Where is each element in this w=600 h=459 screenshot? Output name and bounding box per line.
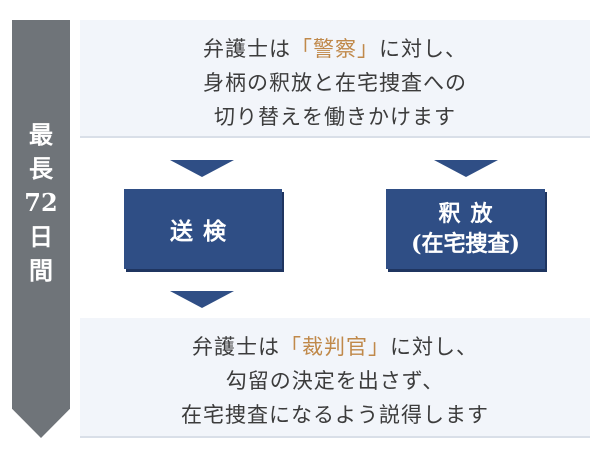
judge-step-prefix: 弁護士は [192,335,280,359]
duration-char-2: 長 [29,154,53,183]
police-step-prefix: 弁護士は [203,37,291,61]
judge-step-suffix: に対し、 [390,335,478,359]
duration-char-1: 最 [29,120,53,149]
down-arrow-to-soken [170,160,234,177]
soken-node: 送検 [124,189,282,269]
shakuho-sublabel: (在宅捜査) [411,231,520,257]
judge-step-line-2: 勾留の決定を出さず、 [225,369,445,393]
police-step-line-1: 弁護士は「警察」に対し、 [80,32,590,66]
duration-char-5: 間 [29,256,53,285]
duration-label: 最 長 72 日 間 [12,118,70,288]
duration-char-4: 日 [29,222,53,251]
judge-step-box: 弁護士は「裁判官」に対し、 勾留の決定を出さず、 在宅捜査になるよう説得します [80,318,590,438]
judge-highlight: 「裁判官」 [280,335,390,359]
duration-banner [12,20,70,438]
soken-label: 送検 [170,218,236,245]
judge-step-line-3: 在宅捜査になるよう説得します [181,403,489,427]
duration-char-3: 72 [24,188,58,217]
police-step-line-2: 身柄の釈放と在宅捜査への [203,71,467,95]
shakuho-label: 釈放 [438,201,503,227]
police-step-box: 弁護士は「警察」に対し、 身柄の釈放と在宅捜査への 切り替えを働きかけます [80,20,590,138]
judge-step-line-1: 弁護士は「裁判官」に対し、 [80,330,590,364]
shakuho-node: 釈放 (在宅捜査) [386,189,545,269]
down-arrow-to-shakuho [434,160,498,177]
police-step-suffix: に対し、 [379,37,467,61]
police-highlight: 「警察」 [291,37,379,61]
police-step-line-3: 切り替えを働きかけます [214,105,456,129]
down-arrow-to-judge-step [170,291,234,308]
